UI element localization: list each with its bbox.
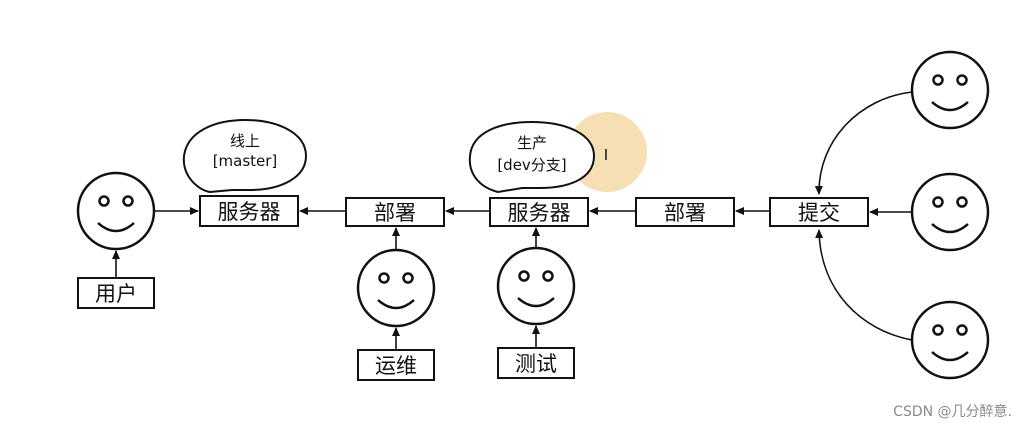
box-ops-label: 运维: [375, 354, 417, 378]
arrows: [112, 91, 913, 350]
box-test: 测试: [497, 347, 575, 379]
box-test-label: 测试: [515, 352, 557, 376]
watermark: CSDN @几分醉意.: [893, 403, 1012, 420]
bubble-online-line1: 线上: [230, 132, 260, 150]
smiley-user-icon: [76, 171, 156, 251]
bubble-online-line2: [master]: [213, 152, 278, 170]
bubble-production: 生产 [dev分支]: [468, 120, 596, 194]
bubble-production-line2: [dev分支]: [497, 156, 566, 174]
box-ops: 运维: [357, 349, 435, 381]
box-deploy-right: 部署: [635, 197, 735, 227]
smiley-dev-middle-icon: [910, 172, 990, 252]
smiley-ops-icon: [356, 248, 436, 328]
smiley-dev-bottom-icon: [910, 300, 990, 380]
smiley-test-icon: [496, 246, 576, 326]
box-commit: 提交: [769, 197, 869, 227]
box-deploy-left-label: 部署: [374, 201, 416, 225]
box-commit-label: 提交: [798, 201, 840, 225]
arrow-dev-bottom-to-commit: [815, 229, 913, 341]
box-server-dev-label: 服务器: [508, 201, 571, 225]
box-server-prod: 服务器: [199, 195, 299, 227]
smiley-dev-top-icon: [910, 50, 990, 130]
box-user-label: 用户: [95, 282, 137, 306]
box-user: 用户: [77, 277, 155, 309]
box-deploy-right-label: 部署: [664, 201, 706, 225]
box-deploy-left: 部署: [345, 197, 445, 227]
text-cursor-icon: I: [604, 146, 608, 164]
arrow-dev-top-to-commit: [814, 91, 913, 195]
box-server-dev: 服务器: [489, 197, 589, 227]
box-server-prod-label: 服务器: [218, 200, 281, 224]
bubble-online: 线上 [master]: [182, 118, 308, 194]
bubble-production-line1: 生产: [517, 134, 547, 152]
